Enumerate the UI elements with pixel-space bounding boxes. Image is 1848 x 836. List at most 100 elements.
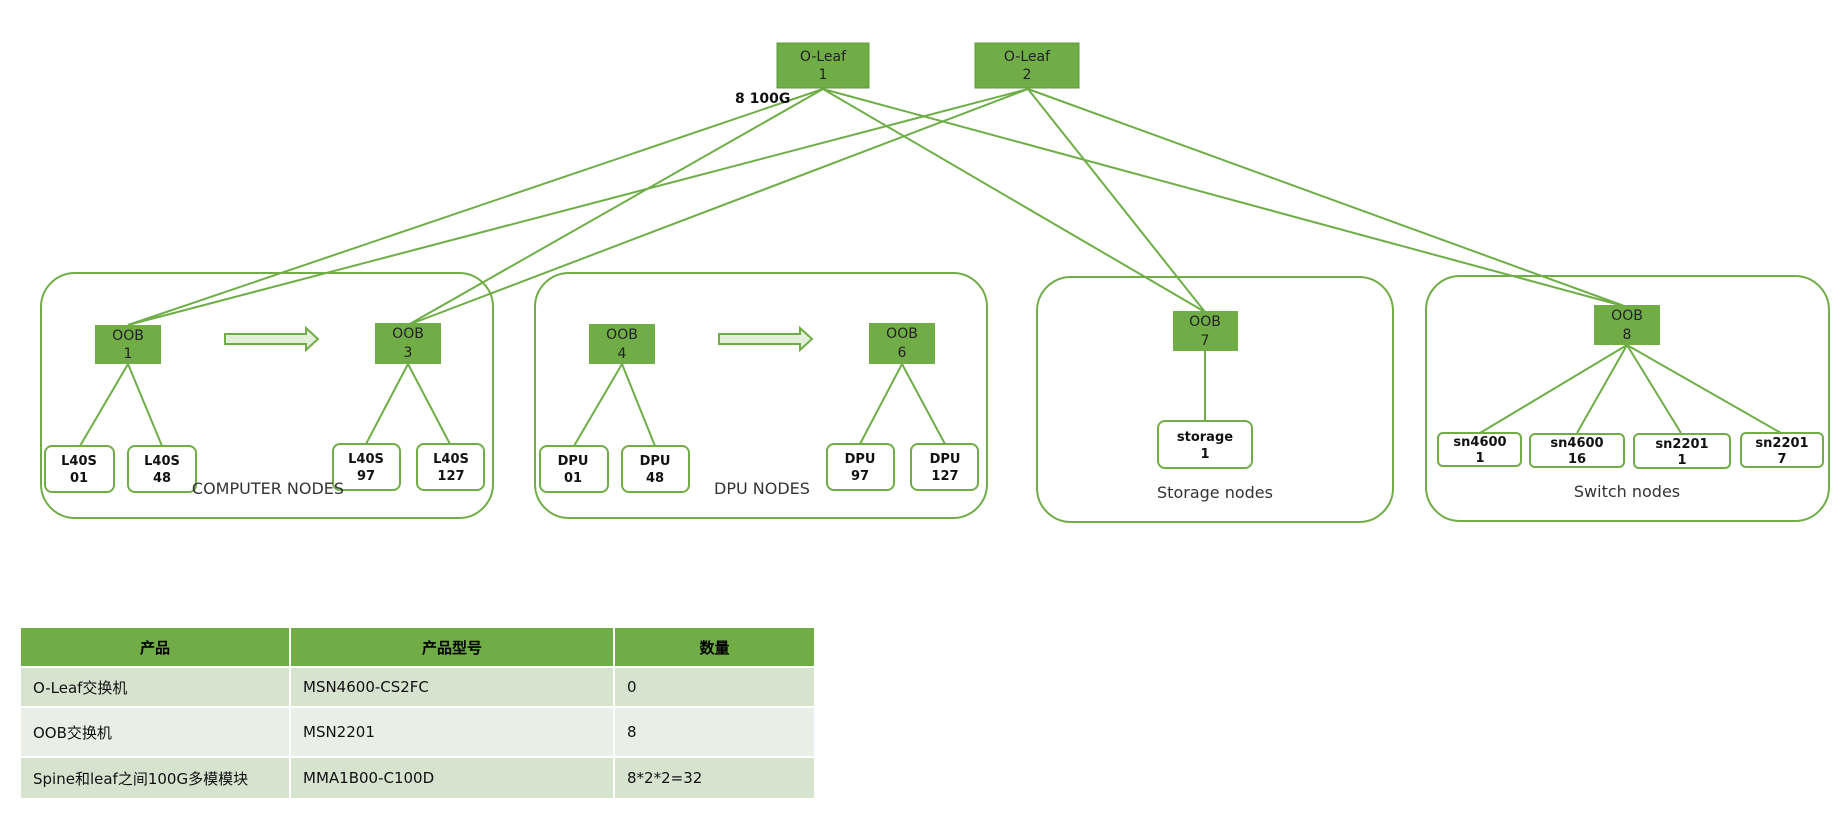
node-l40s-48: L40S 48 bbox=[127, 445, 197, 493]
oob-1-title: OOB bbox=[112, 328, 144, 344]
leaf-2-title: O-Leaf bbox=[1004, 49, 1051, 65]
svg-text:127: 127 bbox=[437, 469, 464, 484]
link-leaf1-oob3 bbox=[407, 88, 824, 326]
svg-text:L40S: L40S bbox=[433, 452, 469, 467]
svg-text:1: 1 bbox=[1200, 447, 1209, 462]
leaf-switch-2: O-Leaf 2 bbox=[974, 42, 1080, 89]
node-l40s-127: L40S 127 bbox=[416, 443, 485, 491]
leaf-1-num: 1 bbox=[819, 67, 828, 83]
svg-text:sn4600: sn4600 bbox=[1550, 436, 1603, 451]
group-containers bbox=[40, 272, 1830, 523]
svg-text:DPU: DPU bbox=[845, 452, 876, 467]
svg-text:L40S: L40S bbox=[348, 452, 384, 467]
svg-text:48: 48 bbox=[646, 471, 664, 486]
svg-text:01: 01 bbox=[70, 471, 88, 486]
link-leaf2-oob1 bbox=[127, 88, 1029, 326]
svg-text:sn4600: sn4600 bbox=[1453, 435, 1506, 450]
computer-nodes-box bbox=[40, 272, 494, 519]
link-label: 8 100G bbox=[735, 91, 790, 107]
leaf-1-title: O-Leaf bbox=[800, 49, 847, 65]
svg-text:127: 127 bbox=[931, 469, 958, 484]
leaf-switch-1: O-Leaf 1 bbox=[776, 42, 870, 89]
node-dpu-48: DPU 48 bbox=[621, 445, 690, 493]
svg-text:01: 01 bbox=[564, 471, 582, 486]
node-dpu-127: DPU 127 bbox=[910, 443, 979, 491]
oob-7-title: OOB bbox=[1189, 314, 1221, 330]
node-storage-1: storage 1 bbox=[1157, 420, 1253, 469]
product-table: 产品 产品型号 数量 O-Leaf交换机 MSN4600-CS2FC 0 OOB… bbox=[19, 626, 816, 800]
oob-7-num: 7 bbox=[1201, 333, 1210, 349]
link-leaf2-oob7 bbox=[1027, 88, 1206, 313]
svg-text:L40S: L40S bbox=[61, 454, 97, 469]
svg-text:DPU: DPU bbox=[930, 452, 961, 467]
node-sn4600-1: sn4600 1 bbox=[1437, 432, 1522, 467]
link-leaf1-oob1 bbox=[127, 88, 824, 326]
dpu-tree-lines bbox=[573, 363, 946, 447]
dpu-nodes-box bbox=[534, 272, 988, 519]
svg-text:storage: storage bbox=[1177, 430, 1233, 445]
link-leaf2-oob3 bbox=[407, 88, 1029, 326]
cell-product: O-Leaf交换机 bbox=[21, 668, 289, 706]
cell-model: MSN4600-CS2FC bbox=[291, 668, 613, 706]
svg-text:48: 48 bbox=[153, 471, 171, 486]
oob-4-title: OOB bbox=[606, 327, 638, 343]
node-dpu-01: DPU 01 bbox=[539, 445, 609, 493]
svg-text:7: 7 bbox=[1777, 452, 1786, 467]
svg-text:sn2201: sn2201 bbox=[1655, 437, 1708, 452]
leaf-2-num: 2 bbox=[1023, 67, 1032, 83]
node-dpu-97: DPU 97 bbox=[826, 443, 895, 491]
cell-model: MMA1B00-C100D bbox=[291, 758, 613, 798]
uplink-lines bbox=[127, 88, 1628, 326]
svg-text:97: 97 bbox=[357, 469, 375, 484]
node-l40s-01: L40S 01 bbox=[44, 445, 115, 493]
svg-text:DPU: DPU bbox=[640, 454, 671, 469]
oob-4-num: 4 bbox=[618, 346, 627, 362]
switch-nodes-label: Switch nodes bbox=[1574, 482, 1680, 501]
node-sn4600-16: sn4600 16 bbox=[1529, 433, 1625, 468]
oob-8-num: 8 bbox=[1623, 327, 1632, 343]
cell-product: Spine和leaf之间100G多模模块 bbox=[21, 758, 289, 798]
oob-3-num: 3 bbox=[404, 345, 413, 361]
table-row: OOB交换机 MSN2201 8 bbox=[21, 708, 814, 756]
svg-text:1: 1 bbox=[1475, 451, 1484, 466]
switch-tree-lines bbox=[1479, 344, 1782, 434]
oob-3: OOB 3 bbox=[375, 323, 441, 364]
cell-model: MSN2201 bbox=[291, 708, 613, 756]
cell-quantity: 0 bbox=[615, 668, 814, 706]
cell-quantity: 8*2*2=32 bbox=[615, 758, 814, 798]
oob-6-num: 6 bbox=[898, 345, 907, 361]
dpu-nodes-label: DPU NODES bbox=[714, 479, 810, 498]
storage-nodes-label: Storage nodes bbox=[1157, 483, 1273, 502]
storage-nodes-box bbox=[1036, 276, 1394, 523]
link-leaf1-oob7 bbox=[822, 88, 1206, 313]
oob-7: OOB 7 bbox=[1173, 311, 1238, 351]
col-header-quantity: 数量 bbox=[615, 628, 814, 666]
table-row: O-Leaf交换机 MSN4600-CS2FC 0 bbox=[21, 668, 814, 706]
computer-nodes-label: COMPUTER NODES bbox=[192, 479, 344, 498]
svg-text:DPU: DPU bbox=[558, 454, 589, 469]
svg-text:1: 1 bbox=[1677, 453, 1686, 468]
oob-1: OOB 1 bbox=[95, 325, 161, 364]
switch-nodes-box bbox=[1425, 275, 1830, 522]
node-sn2201-1: sn2201 1 bbox=[1633, 433, 1731, 469]
link-leaf1-oob8 bbox=[822, 88, 1628, 308]
oob-6: OOB 6 bbox=[869, 323, 935, 364]
col-header-model: 产品型号 bbox=[291, 628, 613, 666]
oob-8: OOB 8 bbox=[1594, 305, 1660, 345]
oob-4: OOB 4 bbox=[589, 324, 655, 364]
computer-arrow-icon bbox=[224, 325, 320, 353]
node-sn2201-7: sn2201 7 bbox=[1740, 432, 1824, 468]
svg-text:16: 16 bbox=[1568, 452, 1586, 467]
oob-1-num: 1 bbox=[124, 346, 133, 362]
oob-3-title: OOB bbox=[392, 326, 424, 342]
table-header-row: 产品 产品型号 数量 bbox=[21, 628, 814, 666]
computer-tree-lines bbox=[79, 363, 452, 447]
dpu-arrow-icon bbox=[718, 325, 814, 353]
svg-text:sn2201: sn2201 bbox=[1755, 436, 1808, 451]
link-leaf2-oob8 bbox=[1027, 88, 1628, 308]
table-row: Spine和leaf之间100G多模模块 MMA1B00-C100D 8*2*2… bbox=[21, 758, 814, 798]
node-l40s-97: L40S 97 bbox=[332, 443, 401, 491]
svg-text:97: 97 bbox=[851, 469, 869, 484]
oob-8-title: OOB bbox=[1611, 308, 1643, 324]
